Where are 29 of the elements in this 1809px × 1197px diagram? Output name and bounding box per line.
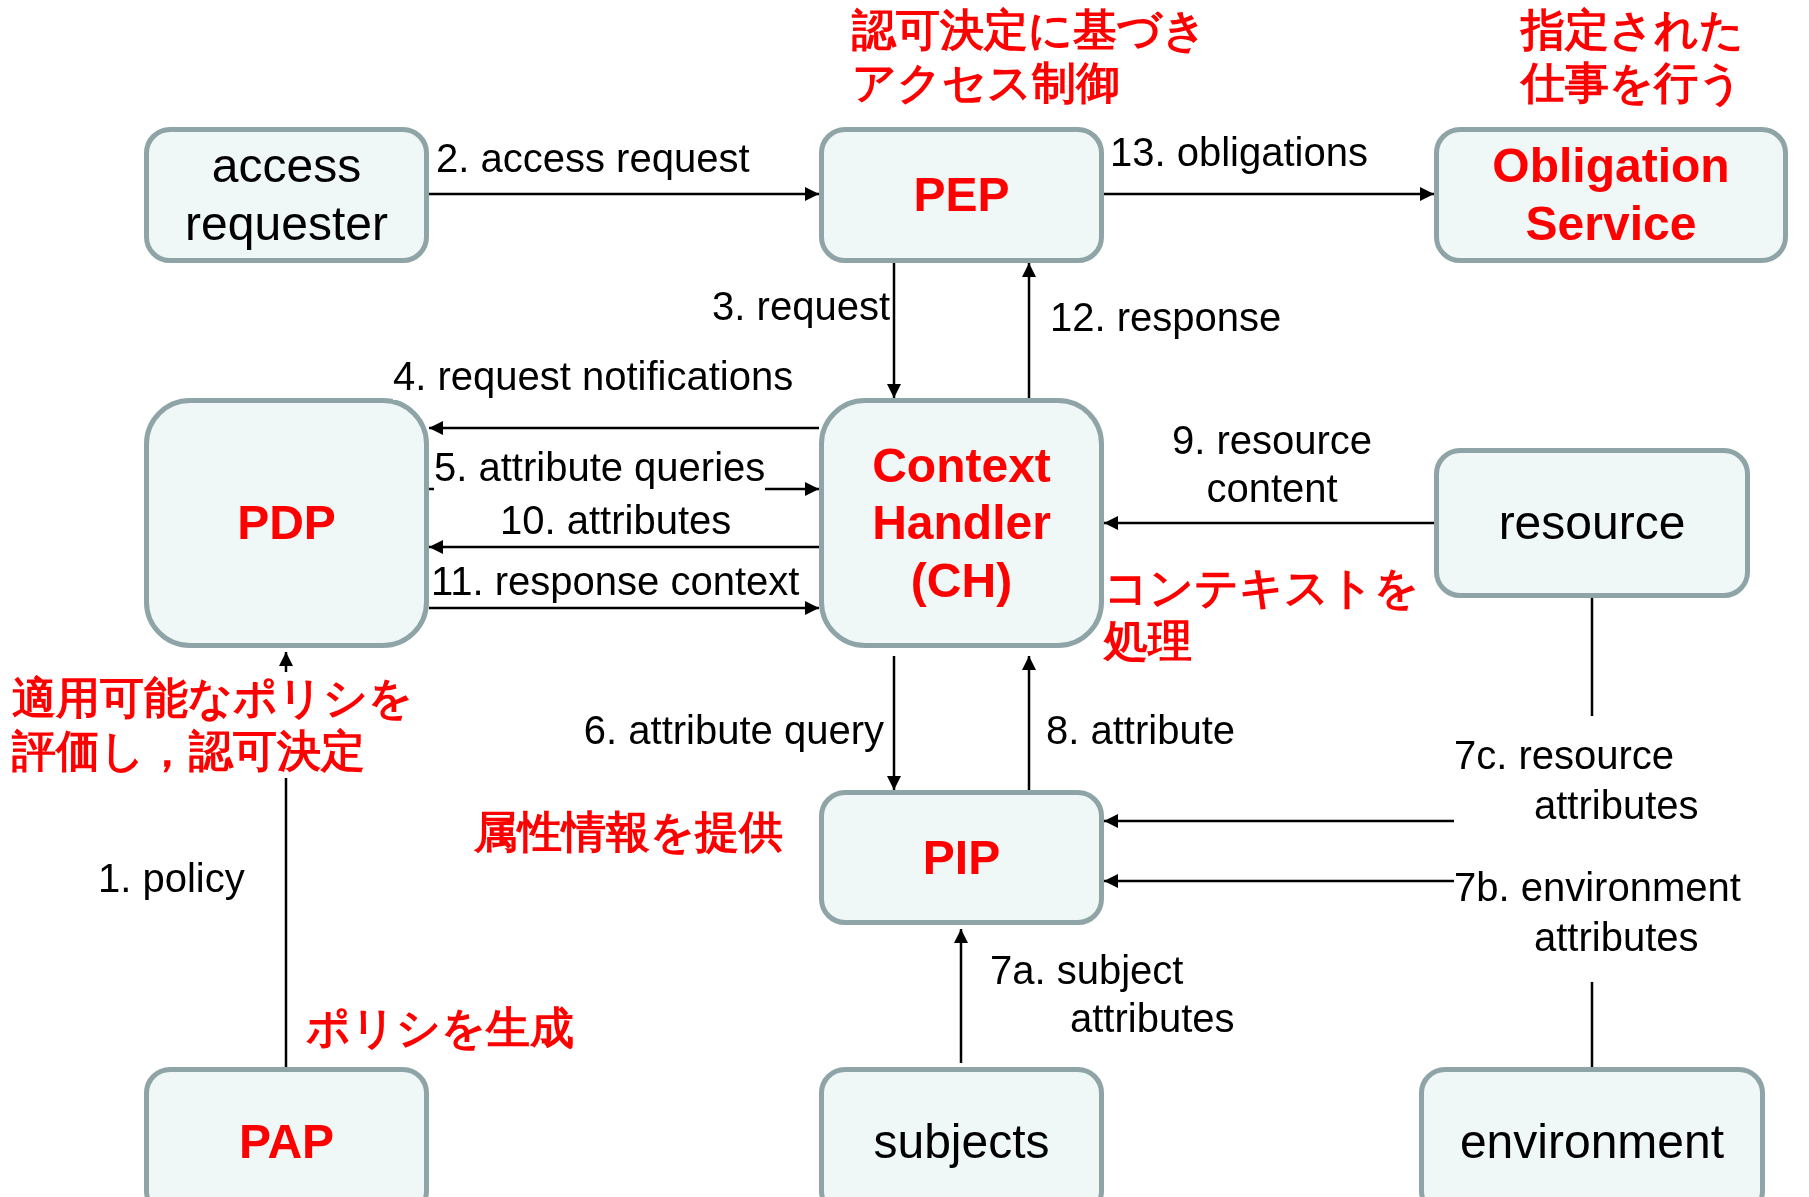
arrow (887, 656, 901, 790)
arrow (1104, 187, 1434, 201)
rounded-box: PDP (144, 398, 429, 648)
rounded-box: Obligation Service (1434, 127, 1788, 263)
rounded-box: environment (1419, 1067, 1765, 1197)
rounded-box: PAP (144, 1067, 429, 1197)
arrow (429, 421, 819, 435)
rounded-box: PIP (819, 790, 1104, 925)
arrow (279, 652, 293, 1067)
rounded-box: resource (1434, 448, 1750, 598)
connector-line (1590, 982, 1594, 1067)
arrow (429, 187, 819, 201)
arrow (1022, 263, 1036, 398)
arrow (429, 540, 819, 554)
rounded-box: Context Handler (CH) (819, 398, 1104, 648)
attribute-label: 7c. resource attributes (1454, 730, 1809, 830)
arrow (887, 263, 901, 398)
arrow (429, 601, 819, 615)
edge-label: 9. resource content (1170, 417, 1374, 512)
arrow (1022, 656, 1036, 790)
arrow (1104, 814, 1454, 828)
attribute-label: 7b. environment attributes (1454, 862, 1809, 962)
arrow (1104, 874, 1454, 888)
rounded-box: access requester (144, 127, 429, 263)
rounded-box: PEP (819, 127, 1104, 263)
rounded-box: subjects (819, 1067, 1104, 1197)
connector-line (1590, 598, 1594, 716)
arrow (1104, 516, 1434, 530)
arrow (954, 929, 968, 1063)
